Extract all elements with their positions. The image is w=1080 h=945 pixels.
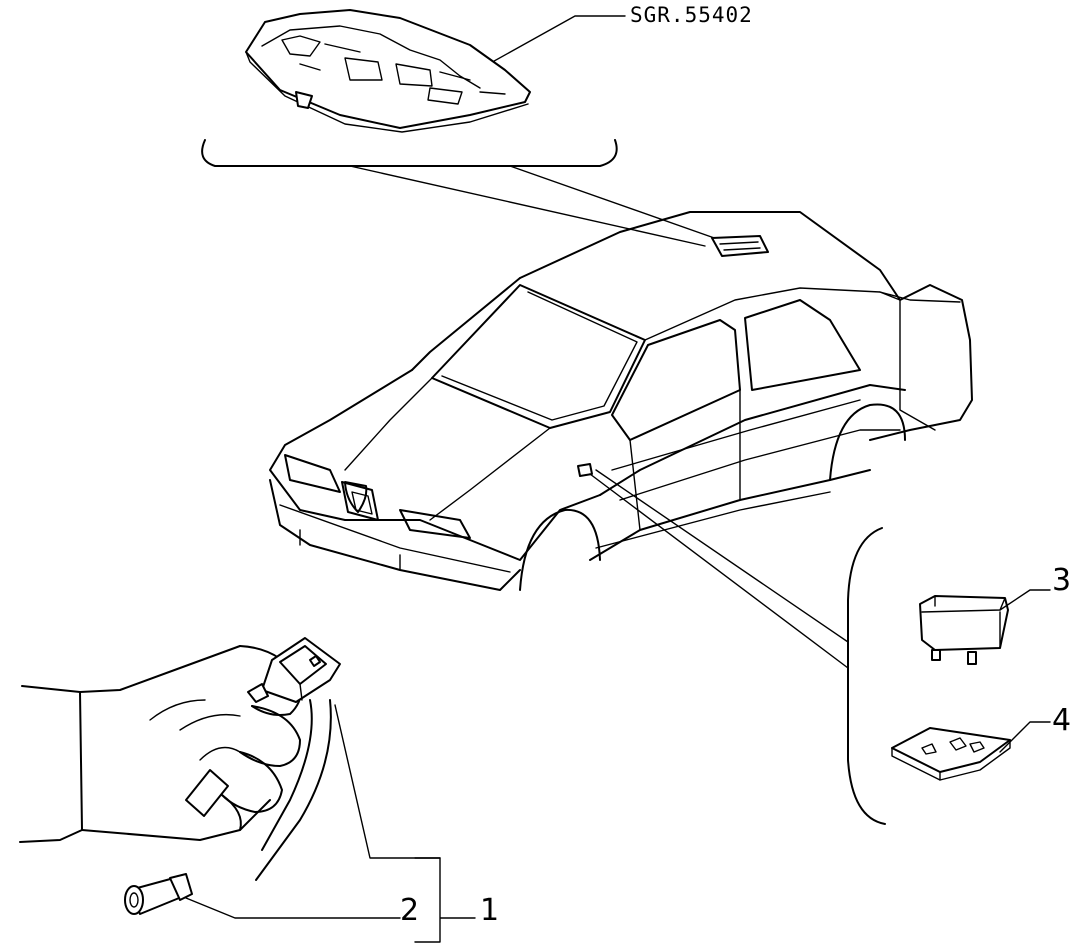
callout-1: 1 <box>480 893 499 928</box>
callout-4-leader <box>999 721 1051 753</box>
callout-2-leader <box>185 897 401 919</box>
roof-leader-2 <box>509 165 721 241</box>
group-bracket <box>414 857 476 943</box>
relay-part <box>919 595 1009 665</box>
module-brace <box>201 139 618 167</box>
interior-light-module <box>245 9 531 133</box>
switch-leader-2 <box>595 469 849 643</box>
plate-part <box>891 727 1011 781</box>
right-brace <box>847 527 886 825</box>
car-body <box>269 211 973 591</box>
hand-with-key <box>19 637 341 881</box>
switch-leader-1 <box>589 473 849 669</box>
key-leader <box>334 704 441 859</box>
reference-code: SGR.55402 <box>630 3 753 27</box>
callout-3: 3 <box>1052 563 1071 598</box>
callout-3-leader <box>999 589 1051 611</box>
callout-2: 2 <box>400 893 419 928</box>
lock-barrel-part <box>124 873 193 915</box>
reference-leader <box>477 15 626 71</box>
roof-leader-1 <box>349 165 706 247</box>
callout-4: 4 <box>1052 703 1071 738</box>
